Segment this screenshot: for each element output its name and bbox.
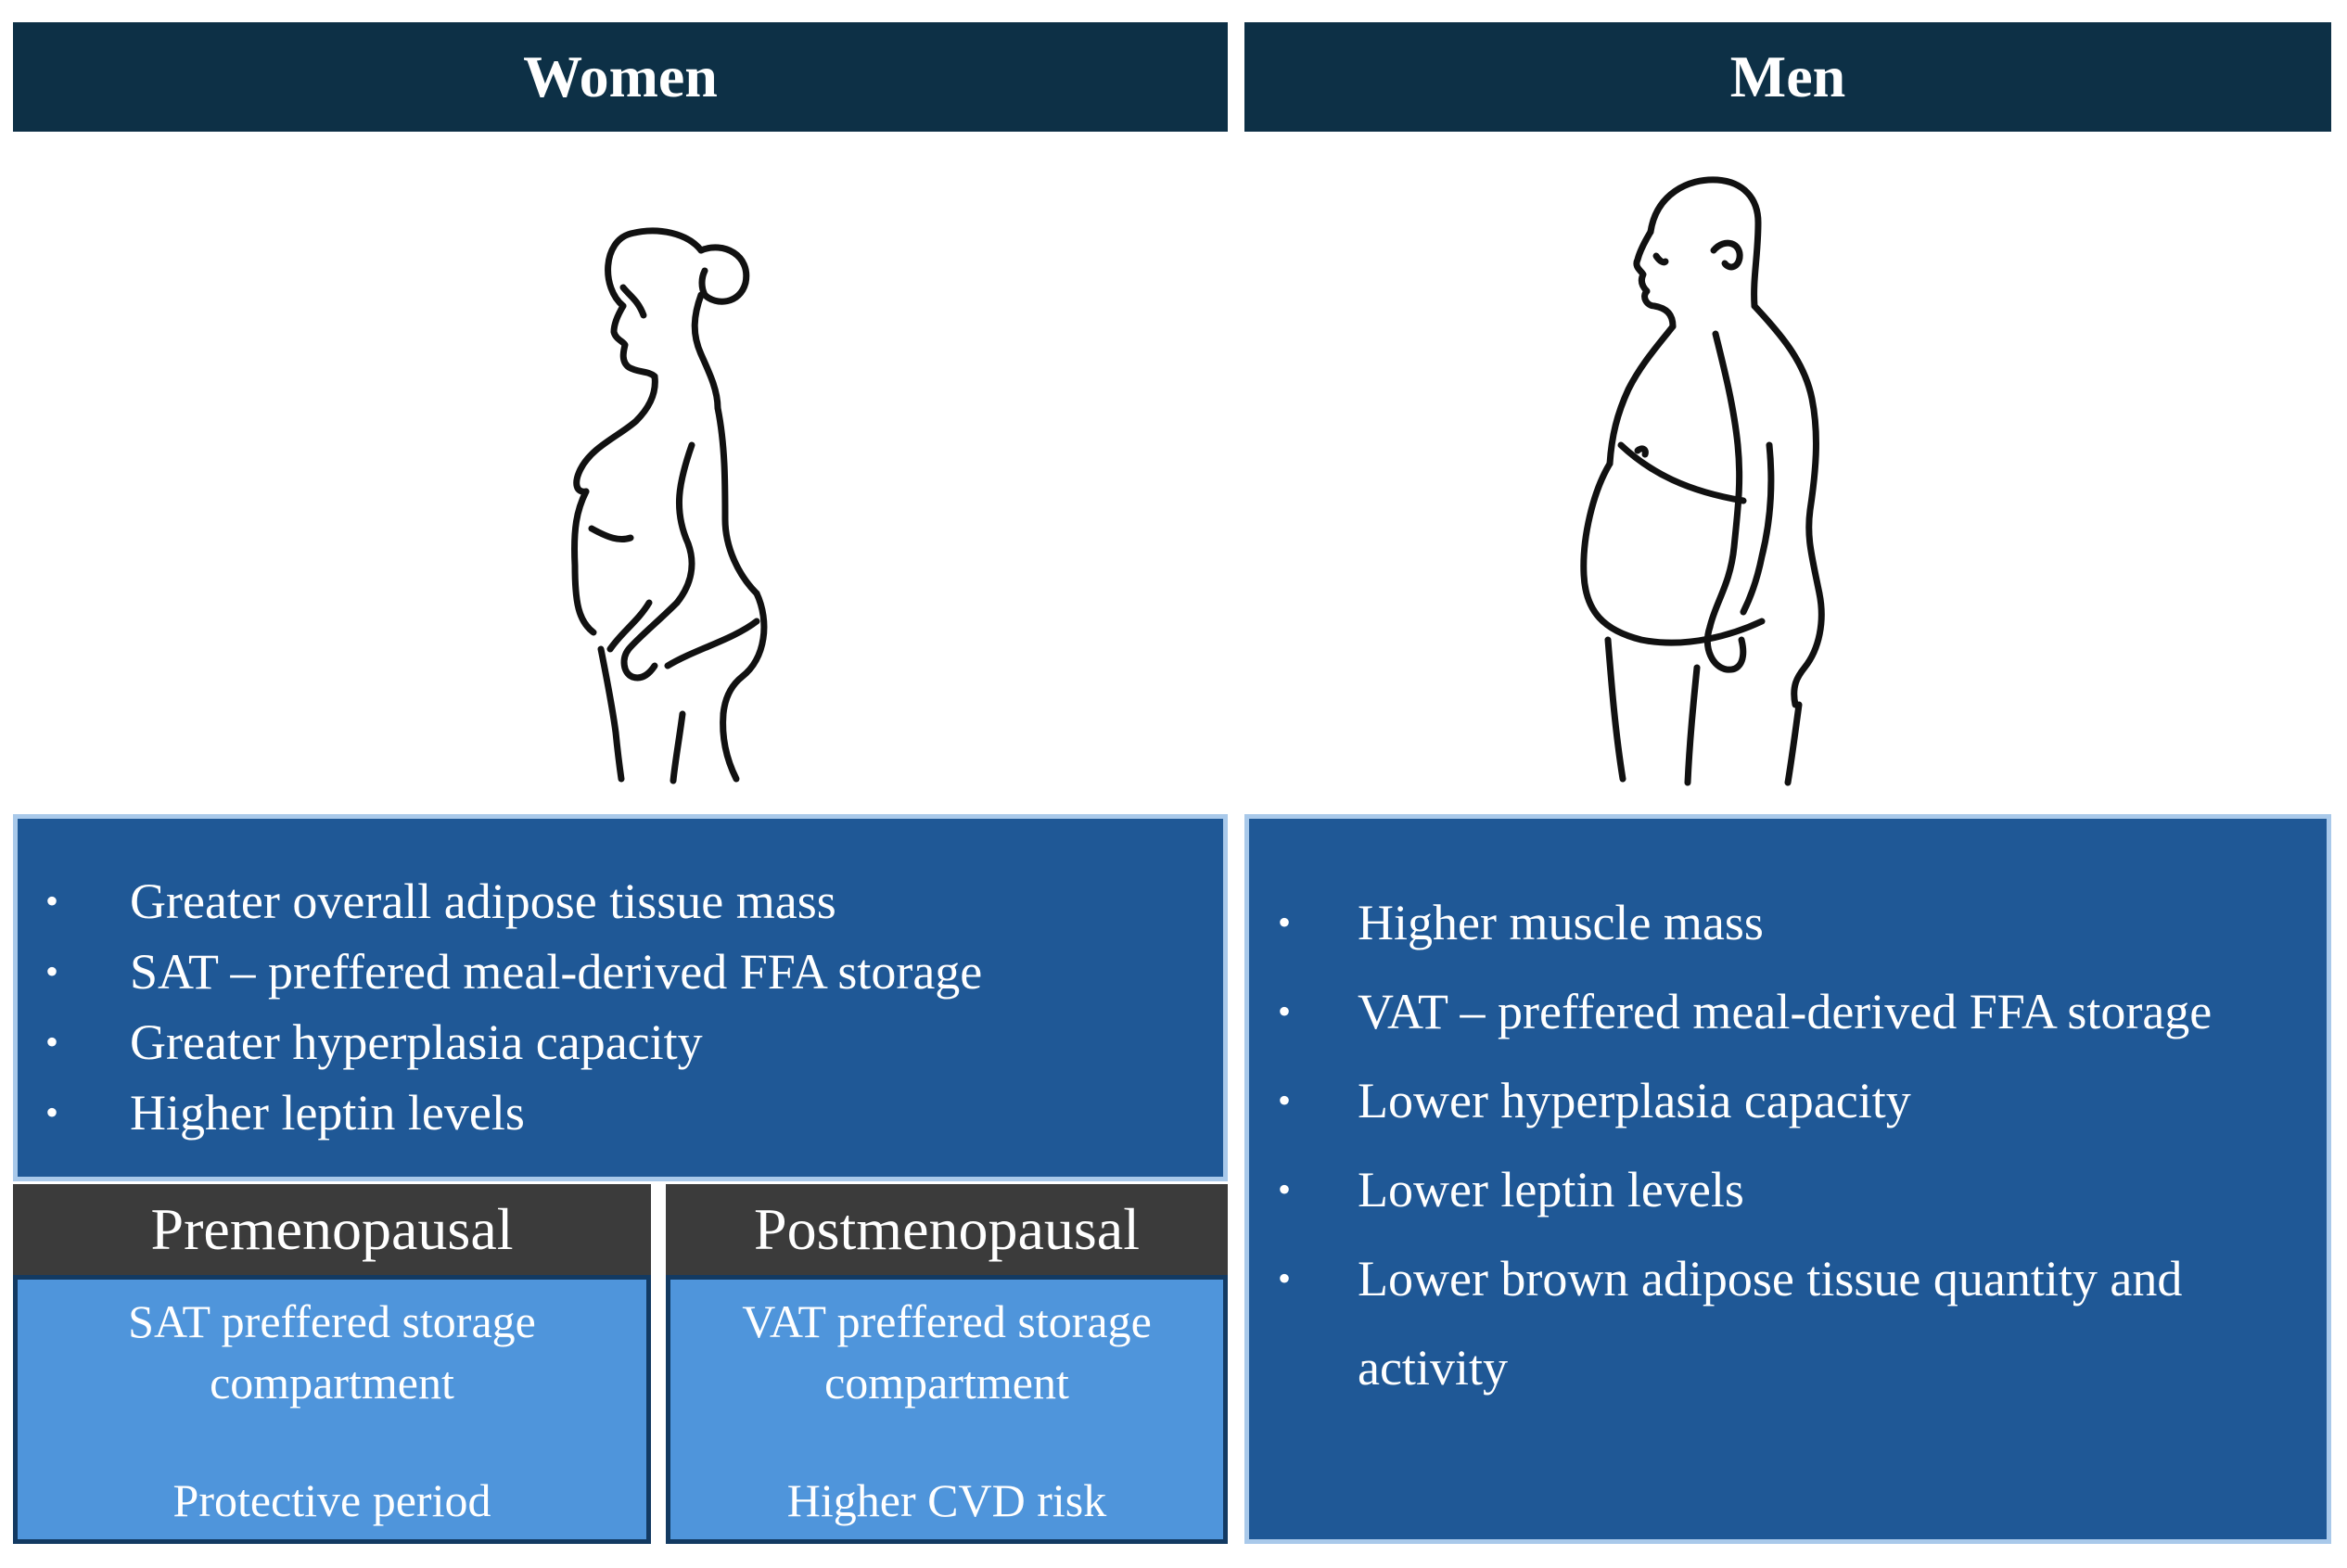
woman-silhouette-icon [571, 227, 768, 784]
bullet-icon: • [45, 880, 59, 922]
premenopausal-box: SAT preffered storage compartment Protec… [13, 1275, 651, 1544]
list-item: • Lower hyperplasia capacity [1249, 1056, 2327, 1145]
list-item: • Greater overall adipose tissue mass [18, 866, 1223, 937]
list-item: • VAT – preffered meal-derived FFA storag… [1249, 967, 2327, 1056]
trait-text: Greater hyperplasia capacity [130, 1014, 703, 1070]
man-silhouette-icon [1580, 176, 1825, 786]
bullet-icon: • [1278, 1168, 1292, 1210]
bullet-icon: • [1278, 901, 1292, 943]
women-header: Women [13, 22, 1228, 132]
bullet-icon: • [1278, 1257, 1292, 1299]
postmenopausal-storage: VAT preffered storage compartment [742, 1295, 1152, 1409]
trait-text: Lower brown adipose tissue quantity and … [1358, 1251, 2183, 1396]
trait-text: Lower hyperplasia capacity [1358, 1073, 1911, 1128]
women-traits-list: • Greater overall adipose tissue mass • SA… [18, 866, 1223, 1148]
bullet-icon: • [45, 1091, 59, 1133]
bullet-icon: • [1278, 990, 1292, 1032]
bullet-icon: • [45, 1021, 59, 1063]
list-item: • Higher leptin levels [18, 1077, 1223, 1148]
men-traits-list: • Higher muscle mass • VAT – preffered mea… [1249, 878, 2327, 1412]
bullet-icon: • [1278, 1079, 1292, 1121]
postmenopausal-box: VAT preffered storage compartment Higher… [666, 1275, 1228, 1544]
trait-text: VAT – preffered meal-derived FFA storage [1358, 984, 2213, 1039]
list-item: • Greater hyperplasia capacity [18, 1007, 1223, 1077]
men-traits-box: • Higher muscle mass • VAT – preffered mea… [1244, 814, 2331, 1544]
premenopausal-header: Premenopausal [13, 1184, 651, 1275]
trait-text: Lower leptin levels [1358, 1162, 1744, 1217]
postmenopausal-header: Postmenopausal [666, 1184, 1228, 1275]
premenopausal-note: Protective period [172, 1474, 491, 1526]
list-item: • Higher muscle mass [1249, 878, 2327, 967]
trait-text: SAT – preffered meal-derived FFA storage [130, 944, 983, 1000]
trait-text: Greater overall adipose tissue mass [130, 873, 836, 929]
trait-text: Higher leptin levels [130, 1085, 525, 1141]
trait-text: Higher muscle mass [1358, 895, 1764, 950]
men-header: Men [1244, 22, 2331, 132]
postmenopausal-note: Higher CVD risk [786, 1474, 1107, 1526]
bullet-icon: • [45, 950, 59, 992]
list-item: • Lower brown adipose tissue quantity and… [1249, 1234, 2327, 1412]
list-item: • SAT – preffered meal-derived FFA storag… [18, 937, 1223, 1007]
list-item: • Lower leptin levels [1249, 1145, 2327, 1234]
premenopausal-storage: SAT preffered storage compartment [128, 1295, 536, 1409]
women-traits-box: • Greater overall adipose tissue mass • SA… [13, 814, 1228, 1181]
